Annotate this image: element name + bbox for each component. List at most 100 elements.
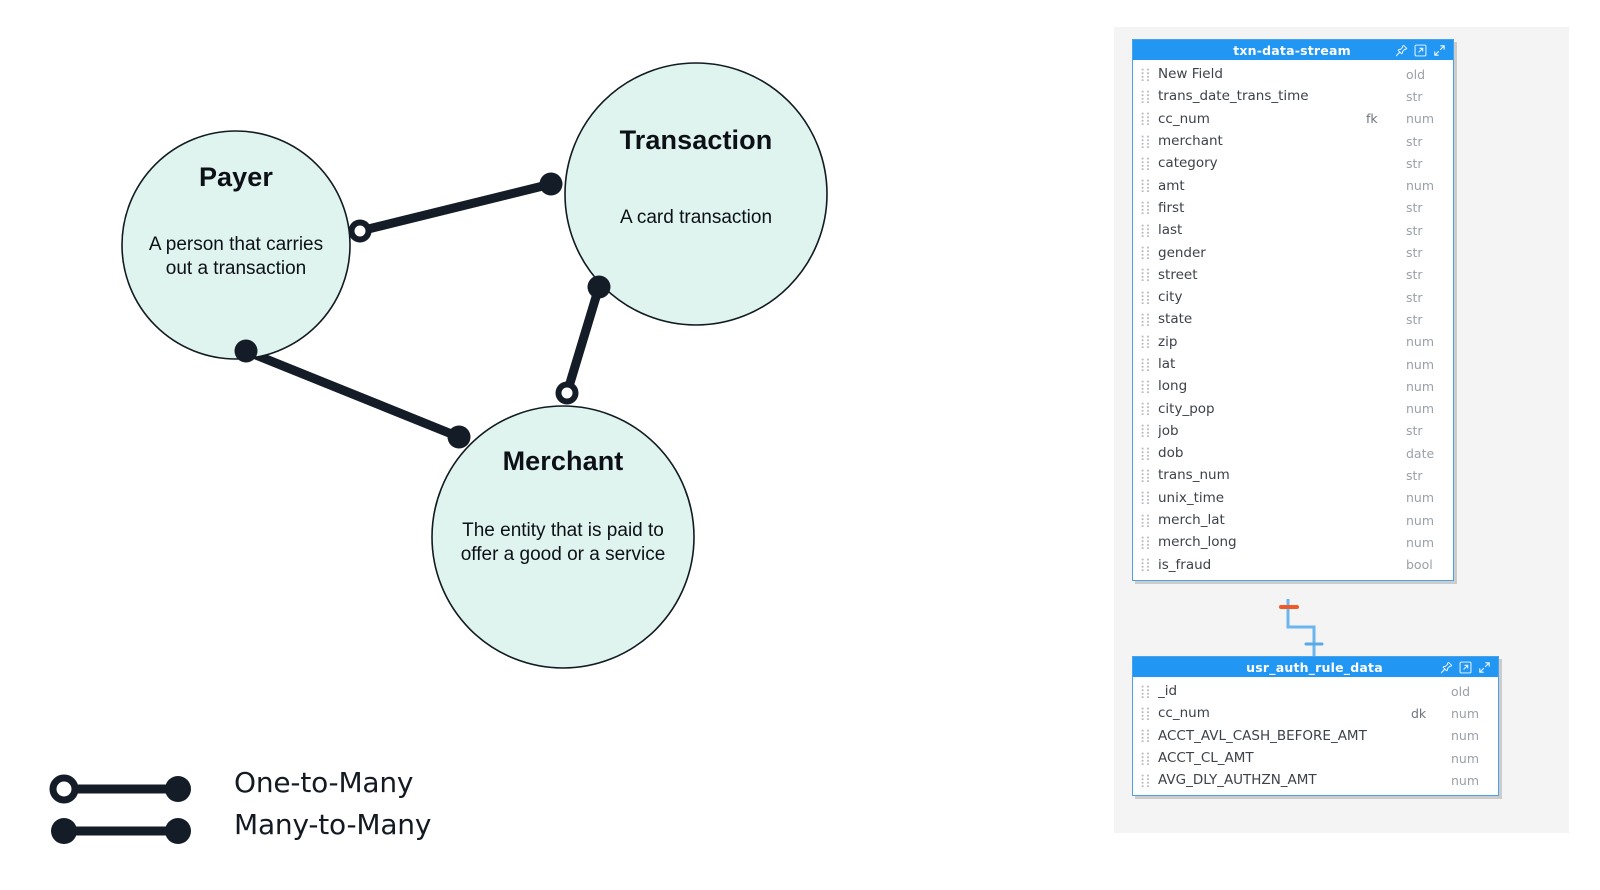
legend-row-many-to-many: Many-to-Many: [26, 808, 431, 854]
nodes-layer: [121, 62, 828, 669]
drag-handle-icon[interactable]: [1141, 157, 1150, 170]
drag-handle-icon[interactable]: [1141, 707, 1150, 720]
expand-icon[interactable]: [1478, 661, 1491, 674]
field-type: num: [1451, 750, 1480, 766]
edge-payer-transaction: [355, 179, 556, 236]
drag-handle-icon[interactable]: [1141, 558, 1150, 572]
drag-handle-icon[interactable]: [1141, 313, 1150, 326]
field-type: num: [1406, 178, 1435, 194]
open-external-icon[interactable]: [1459, 661, 1472, 674]
edge-endpoint-payer-merchant-end: [447, 425, 471, 449]
field-type: str: [1406, 267, 1423, 283]
table-header-txn-data-stream[interactable]: txn-data-stream: [1133, 40, 1453, 60]
drag-handle-icon[interactable]: [1141, 68, 1150, 81]
pin-icon[interactable]: [1395, 44, 1408, 57]
field-type: str: [1406, 88, 1423, 104]
field-name: gender: [1158, 244, 1206, 261]
drag-handle-icon[interactable]: [1141, 447, 1150, 460]
field-name: dob: [1158, 445, 1184, 462]
field-type: str: [1406, 133, 1423, 149]
drag-handle-icon[interactable]: [1141, 752, 1150, 765]
drag-handle-icon[interactable]: [1141, 514, 1150, 527]
entity-circle-merchant[interactable]: [431, 405, 695, 669]
drag-handle-icon[interactable]: [1141, 536, 1150, 549]
table-title-usr-auth-rule-data: usr_auth_rule_data: [1246, 659, 1383, 675]
drag-handle-icon[interactable]: [1141, 246, 1150, 260]
open-external-icon[interactable]: [1414, 44, 1427, 57]
edge-endpoint-transaction-merchant-end: [587, 275, 611, 299]
drag-handle-icon[interactable]: [1141, 358, 1150, 371]
table-field-row[interactable]: category str: [1133, 152, 1453, 174]
field-name: category: [1158, 155, 1218, 172]
drag-handle-icon[interactable]: [1141, 774, 1150, 787]
drag-handle-icon[interactable]: [1141, 380, 1150, 393]
entity-circle-payer[interactable]: [121, 130, 351, 360]
table-title-txn-data-stream: txn-data-stream: [1233, 42, 1351, 58]
drag-handle-icon[interactable]: [1141, 112, 1150, 126]
field-type: num: [1406, 401, 1435, 417]
drag-handle-icon[interactable]: [1141, 291, 1150, 304]
table-field-row[interactable]: amt num: [1133, 174, 1453, 196]
field-type: num: [1451, 728, 1480, 744]
table-header-usr-auth-rule-data[interactable]: usr_auth_rule_data: [1133, 657, 1498, 677]
drag-handle-icon[interactable]: [1141, 469, 1150, 482]
edge-payer-merchant: [241, 346, 464, 442]
field-name: amt: [1158, 177, 1185, 194]
field-key-badge: fk: [1366, 111, 1378, 127]
drag-handle-icon[interactable]: [1141, 729, 1150, 743]
drag-handle-icon[interactable]: [1141, 179, 1150, 193]
pin-icon[interactable]: [1440, 661, 1453, 674]
expand-icon[interactable]: [1433, 44, 1446, 57]
drag-handle-icon[interactable]: [1141, 135, 1150, 148]
drag-handle-icon[interactable]: [1141, 491, 1150, 505]
edges-layer: [241, 179, 604, 442]
field-type: num: [1451, 772, 1480, 788]
drag-handle-icon[interactable]: [1141, 335, 1150, 349]
field-type: num: [1406, 111, 1435, 127]
drag-handle-icon[interactable]: [1141, 201, 1150, 215]
field-type: num: [1406, 356, 1435, 372]
field-type: str: [1406, 155, 1423, 171]
edge-endpoint-payer-merchant-start: [234, 339, 258, 363]
er-diagram-canvas: [121, 62, 828, 669]
drag-handle-icon[interactable]: [1141, 90, 1150, 103]
drag-handle-icon[interactable]: [1141, 268, 1150, 282]
drag-handle-icon[interactable]: [1141, 424, 1150, 438]
entity-circle-transaction[interactable]: [564, 62, 828, 326]
edge-endpoints-layer: [234, 172, 611, 449]
drag-handle-icon[interactable]: [1141, 685, 1150, 698]
legend-row-one-to-many: One-to-Many: [26, 766, 413, 812]
drag-handle-icon[interactable]: [1141, 402, 1150, 416]
drag-handle-icon[interactable]: [1141, 224, 1150, 237]
